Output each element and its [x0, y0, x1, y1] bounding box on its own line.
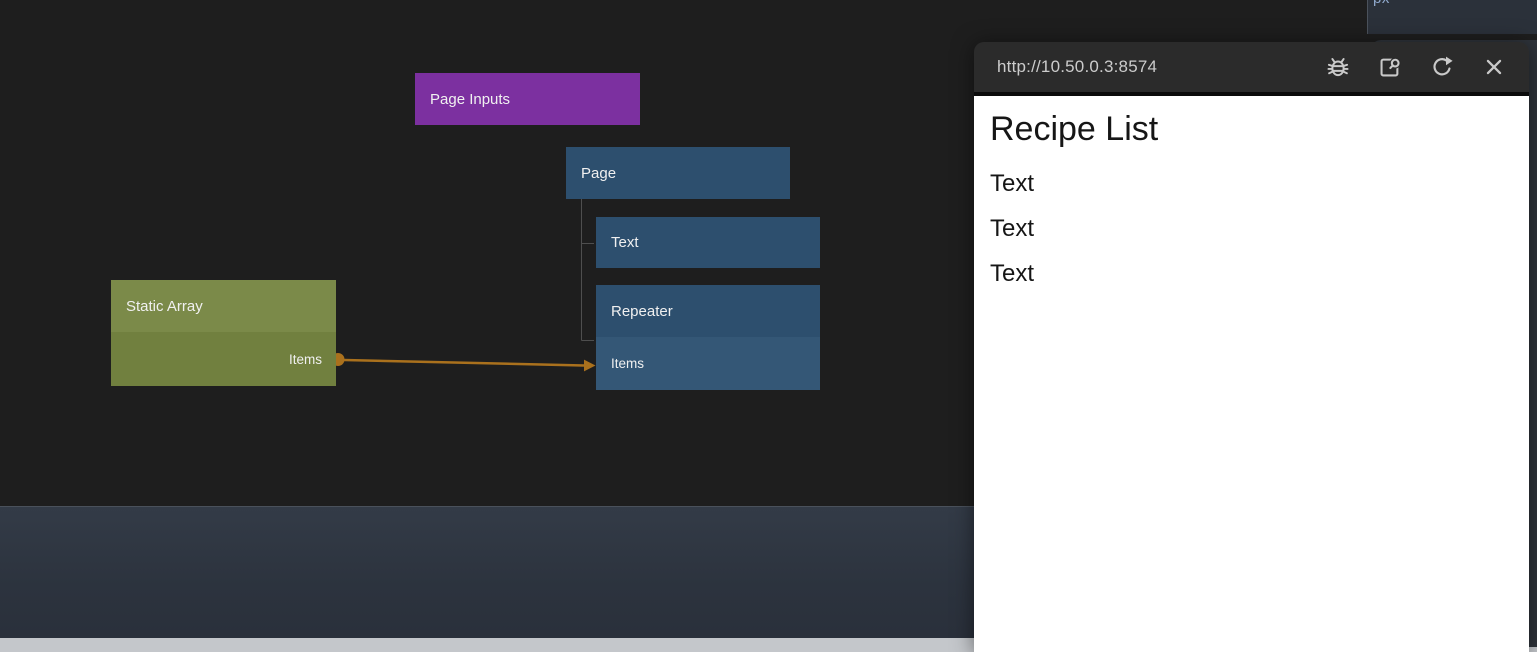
- properties-panel-fragment: px: [1367, 0, 1537, 34]
- inspect-icon: [1380, 57, 1401, 77]
- preview-titlebar[interactable]: http://10.50.0.3:8574: [974, 42, 1529, 92]
- node-static-array[interactable]: Static Array Items: [111, 280, 336, 386]
- preview-heading: Recipe List: [990, 110, 1159, 148]
- connection-items-to-items[interactable]: [331, 353, 596, 372]
- node-page[interactable]: Page: [566, 147, 790, 199]
- url-field[interactable]: http://10.50.0.3:8574: [997, 57, 1158, 76]
- node-repeater[interactable]: Repeater Items: [596, 285, 820, 390]
- preview-text-item: Text: [990, 170, 1035, 197]
- port-label: Items: [288, 351, 322, 367]
- node-page-inputs[interactable]: Page Inputs: [415, 73, 640, 125]
- node-label: Static Array: [126, 297, 203, 315]
- debug-button[interactable]: [1325, 54, 1351, 80]
- preview-viewport[interactable]: Recipe List Text Text Text: [974, 96, 1529, 652]
- preview-text-item: Text: [990, 260, 1035, 287]
- refresh-icon: [1433, 56, 1453, 76]
- node-label: Page Inputs: [430, 90, 511, 108]
- node-label: Page: [581, 164, 617, 182]
- port-items-output[interactable]: Items: [111, 332, 336, 386]
- node-label: Repeater: [611, 302, 673, 320]
- preview-text-item: Text: [990, 215, 1035, 242]
- refresh-button[interactable]: [1429, 54, 1455, 80]
- unit-label: px: [1373, 0, 1390, 7]
- node-text[interactable]: Text: [596, 217, 820, 268]
- node-label: Text: [611, 234, 639, 251]
- port-label: Items: [611, 356, 645, 371]
- preview-window[interactable]: http://10.50.0.3:8574: [974, 42, 1529, 652]
- close-icon: [1486, 59, 1502, 75]
- bug-icon: [1327, 58, 1349, 77]
- titlebar-divider: [974, 92, 1529, 96]
- inspect-button[interactable]: [1377, 54, 1403, 80]
- close-button[interactable]: [1481, 54, 1507, 80]
- port-items-input[interactable]: Items: [596, 337, 820, 390]
